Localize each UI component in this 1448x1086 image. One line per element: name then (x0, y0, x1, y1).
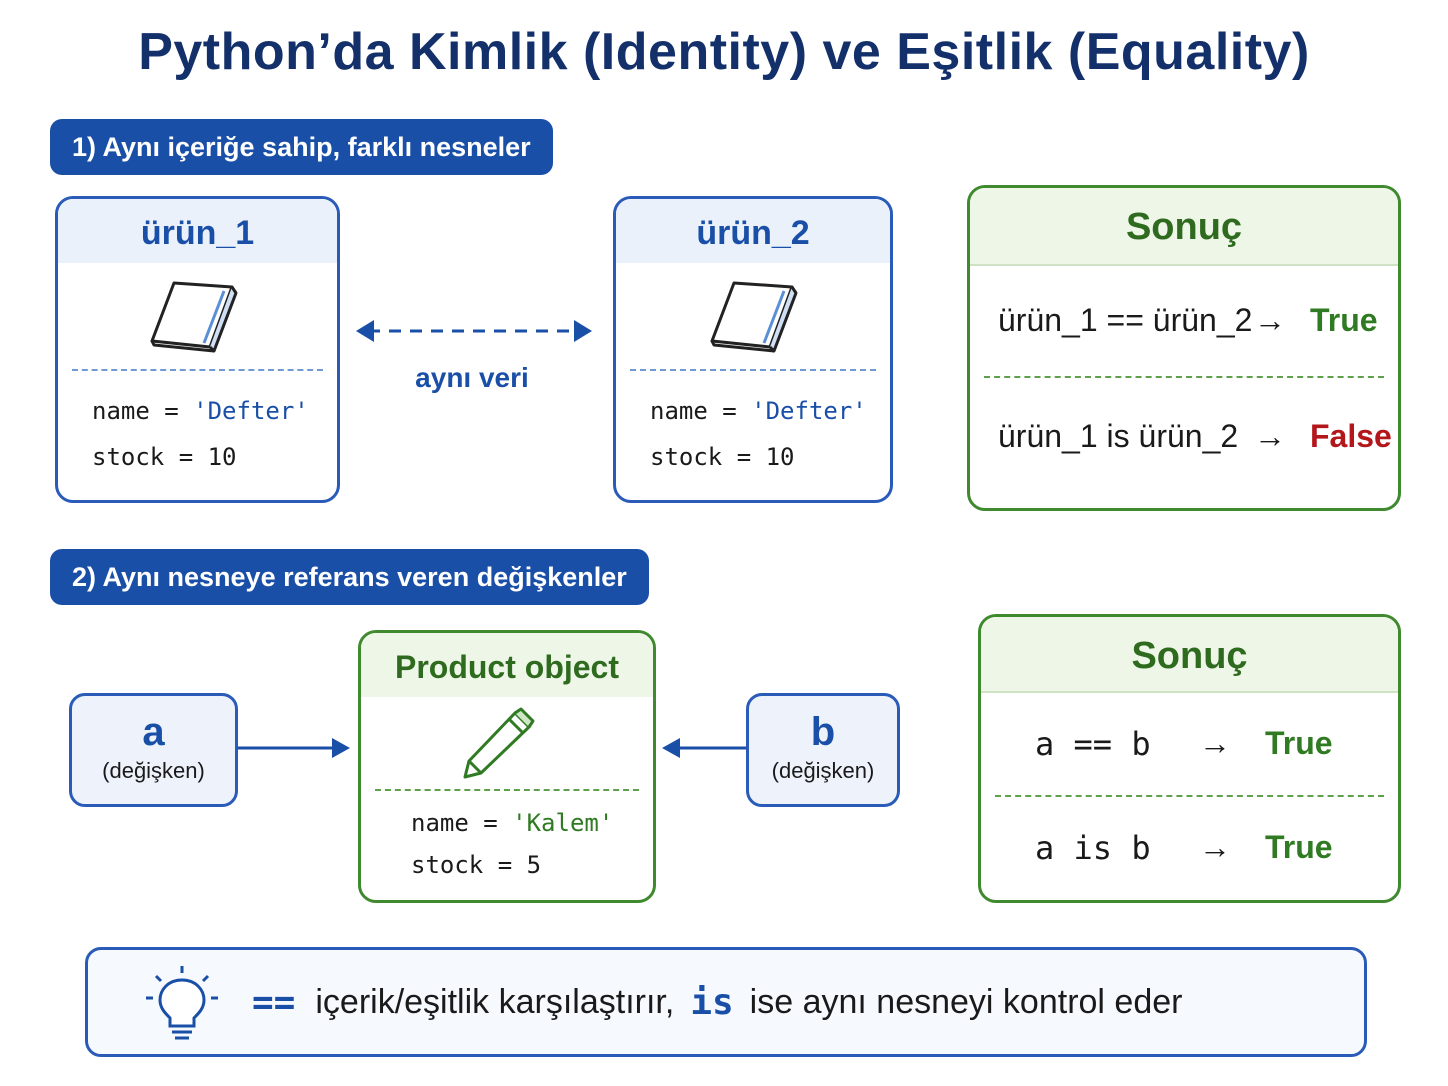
result-expr: a is b (1035, 829, 1151, 867)
field-stock: stock = 10 (92, 443, 237, 471)
result-value: True (1310, 302, 1378, 338)
tip-text-1: içerik/eşitlik karşılaştırır, (315, 982, 675, 1021)
result-expr: ürün_1 == ürün_2 (998, 302, 1253, 338)
card-title: ürün_1 (58, 199, 337, 263)
arrow-right-icon: → (1254, 302, 1286, 338)
field-name: name = 'Kalem' (411, 809, 614, 837)
operator-eq: == (252, 981, 296, 1023)
tip-text-2: ise aynı nesneyi kontrol eder (749, 982, 1183, 1021)
book-icon (710, 281, 798, 353)
divider (995, 795, 1384, 797)
result-title: Sonuç (970, 188, 1398, 264)
arrow-right-icon (238, 738, 350, 758)
field-stock: stock = 5 (411, 851, 542, 879)
result-value: False (1310, 418, 1392, 454)
same-data-label: aynı veri (415, 362, 529, 393)
result-title: Sonuç (981, 617, 1398, 691)
field-name: name = 'Defter' (92, 397, 309, 425)
section-1-label: 1) Aynı içeriğe sahip, farklı nesneler (50, 119, 553, 175)
divider (630, 369, 876, 371)
result-value: True (1265, 829, 1333, 865)
arrow-right-icon: → (1199, 725, 1231, 761)
divider (970, 264, 1398, 266)
double-arrow-icon (356, 320, 592, 342)
variable-name: b (810, 710, 836, 754)
divider (981, 691, 1398, 693)
result-expr: a == b (1035, 725, 1151, 763)
arrow-right-icon: → (1254, 418, 1286, 454)
variable-type: (değişken) (771, 758, 875, 783)
object-card-urun-1: ürün_1 name = 'Defter' stock = 10 (55, 196, 340, 503)
product-object-card: Product object name = 'Kalem' stock = 5 (358, 630, 656, 903)
divider (375, 789, 639, 791)
result-panel-1: Sonuç ürün_1 == ürün_2 → True ürün_1 is … (967, 185, 1401, 511)
field-name: name = 'Defter' (650, 397, 867, 425)
result-expr: ürün_1 is ürün_2 (998, 418, 1239, 454)
divider (984, 376, 1384, 378)
section-2-label: 2) Aynı nesneye referans veren değişkenl… (50, 549, 649, 605)
variable-type: (değişken) (102, 758, 205, 783)
result-value: True (1265, 725, 1333, 761)
object-card-urun-2: ürün_2 name = 'Defter' stock = 10 (613, 196, 893, 503)
divider (72, 369, 323, 371)
variable-name: a (142, 710, 165, 754)
card-title: Product object (361, 633, 653, 697)
arrow-left-icon (662, 738, 748, 758)
arrow-right-icon: → (1199, 829, 1231, 865)
operator-is: is (690, 981, 734, 1023)
tip-box: == içerik/eşitlik karşılaştırır, is ise … (85, 947, 1367, 1057)
lightbulb-icon (146, 966, 218, 1040)
pencil-icon (463, 707, 535, 779)
variable-a: a (değişken) (69, 693, 238, 807)
variable-b: b (değişken) (746, 693, 900, 807)
card-title: ürün_2 (616, 199, 890, 263)
field-stock: stock = 10 (650, 443, 795, 471)
page-title: Python’da Kimlik (Identity) ve Eşitlik (… (138, 23, 1310, 81)
book-icon (150, 281, 238, 353)
result-panel-2: Sonuç a == b → True a is b → True (978, 614, 1401, 903)
tip-text: == içerik/eşitlik karşılaştırır, is ise … (252, 950, 1182, 1054)
